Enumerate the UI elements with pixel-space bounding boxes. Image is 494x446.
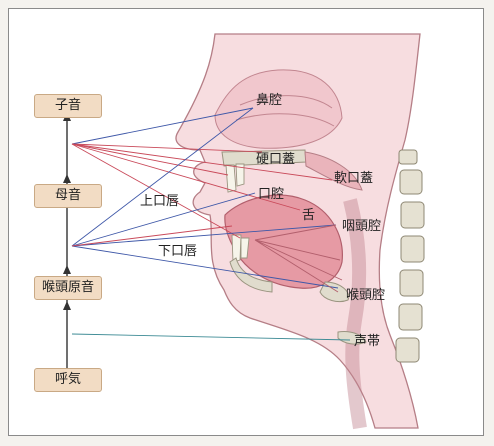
- pointer-lines: [71, 107, 351, 341]
- lower-teeth: [231, 234, 250, 263]
- label-hard-palate: 硬口蓋: [256, 152, 295, 167]
- label-oral-cavity: 口腔: [258, 187, 284, 202]
- cervical-vertebrae: [395, 149, 425, 363]
- label-lower-lip: 下口唇: [158, 244, 197, 259]
- vocal-cords-shape: [337, 331, 367, 345]
- label-nasal-cavity: 鼻腔: [256, 92, 282, 108]
- upper-teeth: [225, 163, 245, 193]
- stage-vowel: 母音: [34, 184, 102, 208]
- nasal-cavity-shape: [214, 69, 343, 149]
- soft-palate-shape: [304, 151, 363, 191]
- label-pharynx: 咽頭腔: [342, 219, 381, 234]
- stage-glottal: 喉頭原音: [34, 276, 102, 300]
- stage-exhale: 呼気: [34, 368, 102, 392]
- label-upper-lip: 上口唇: [140, 194, 179, 209]
- flow-arrow: [63, 112, 71, 370]
- stage-consonant: 子音: [34, 94, 102, 118]
- jaw-bone: [229, 257, 273, 293]
- label-soft-palate: 軟口蓋: [334, 170, 373, 186]
- nasal-turbinates: [235, 95, 335, 127]
- label-vocal-cords: 声帯: [354, 334, 380, 349]
- larynx-shape: [319, 281, 350, 303]
- pharynx-tube: [343, 198, 367, 430]
- label-tongue: 舌: [302, 208, 315, 223]
- label-larynx: 喉頭腔: [346, 288, 385, 303]
